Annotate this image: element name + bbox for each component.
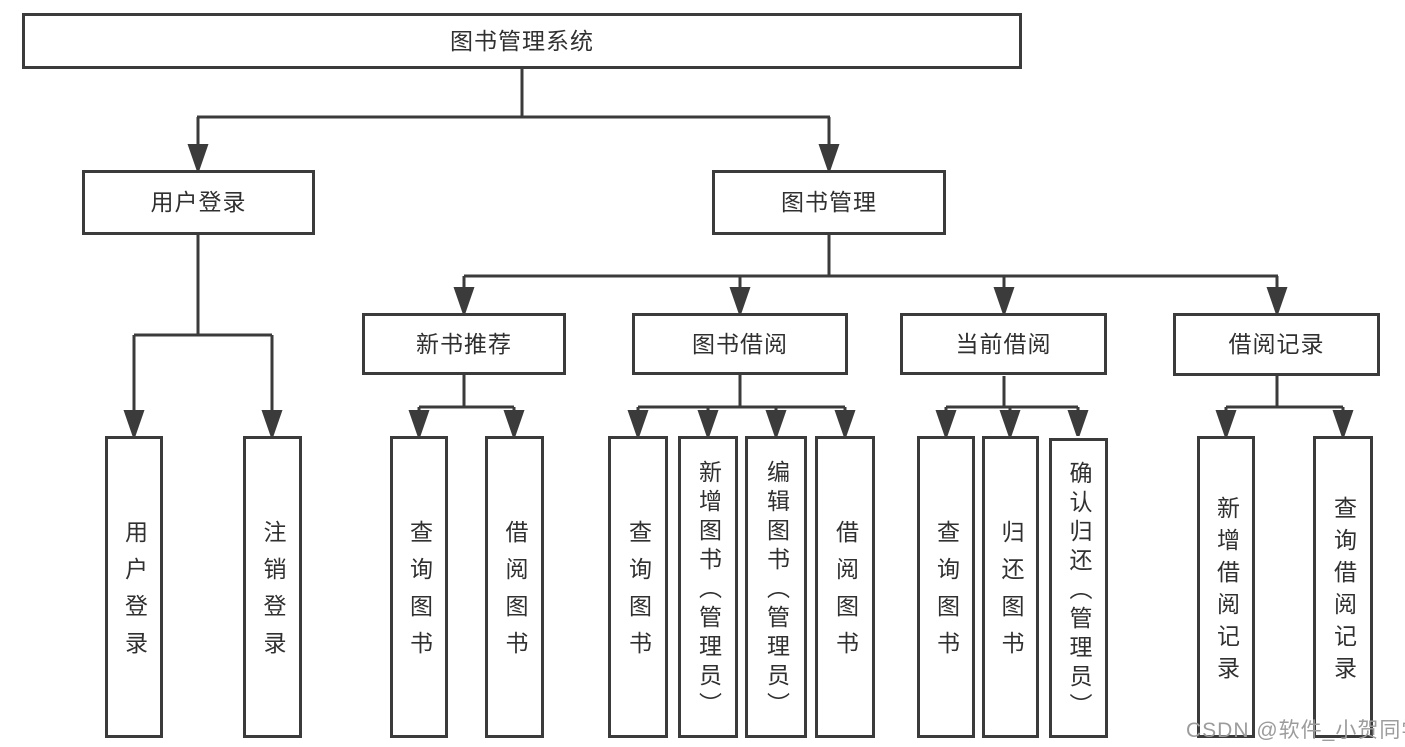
leaf-label: 借阅图书 bbox=[832, 520, 859, 668]
node-library-management-system: 图书管理系统 bbox=[22, 13, 1022, 69]
leaf-query-borrow-record: 查询借阅记录 bbox=[1313, 436, 1373, 738]
node-user-login: 用户登录 bbox=[82, 170, 315, 235]
leaf-return-book: 归还图书 bbox=[982, 436, 1039, 738]
leaf-logout: 注销登录 bbox=[243, 436, 302, 738]
leaf-label: 借阅图书 bbox=[502, 520, 528, 668]
leaf-confirm-return-admin: 确认归还（管理员） bbox=[1049, 438, 1108, 738]
node-label: 借阅记录 bbox=[1228, 331, 1325, 357]
leaf-label: 新增借阅记录 bbox=[1213, 495, 1240, 688]
leaf-label: 新增图书（管理员） bbox=[695, 459, 722, 721]
leaf-add-book-admin: 新增图书（管理员） bbox=[678, 436, 738, 738]
node-book-management: 图书管理 bbox=[712, 170, 946, 235]
node-current-borrow: 当前借阅 bbox=[900, 313, 1107, 375]
leaf-label: 查询图书 bbox=[406, 520, 433, 668]
node-new-book-recommend: 新书推荐 bbox=[362, 313, 566, 375]
node-label: 图书管理 bbox=[781, 189, 877, 215]
leaf-label: 查询借阅记录 bbox=[1330, 495, 1357, 688]
node-label: 新书推荐 bbox=[416, 330, 512, 357]
leaf-borrow-books-borrow: 借阅图书 bbox=[815, 436, 875, 738]
node-label: 图书借阅 bbox=[692, 330, 788, 357]
leaf-label: 查询图书 bbox=[625, 520, 652, 668]
leaf-label: 用户登录 bbox=[121, 520, 148, 668]
csdn-watermark: CSDN @软件_小贺同学 bbox=[1186, 719, 1405, 742]
node-label: 图书管理系统 bbox=[450, 27, 594, 54]
node-borrow-records: 借阅记录 bbox=[1173, 313, 1380, 376]
node-label: 当前借阅 bbox=[955, 330, 1052, 357]
leaf-query-books-current: 查询图书 bbox=[917, 436, 975, 738]
leaf-query-books-recommend: 查询图书 bbox=[390, 436, 448, 738]
leaf-label: 查询图书 bbox=[933, 520, 960, 668]
leaf-user-login: 用户登录 bbox=[105, 436, 163, 738]
leaf-label: 确认归还（管理员） bbox=[1066, 460, 1092, 722]
node-label: 用户登录 bbox=[150, 189, 247, 215]
node-book-borrow: 图书借阅 bbox=[632, 313, 848, 375]
leaf-label: 注销登录 bbox=[260, 520, 286, 668]
leaf-add-borrow-record: 新增借阅记录 bbox=[1197, 436, 1255, 738]
leaf-borrow-books-recommend: 借阅图书 bbox=[485, 436, 544, 738]
leaf-label: 编辑图书（管理员） bbox=[763, 459, 790, 721]
leaf-label: 归还图书 bbox=[998, 520, 1024, 668]
leaf-query-books-borrow: 查询图书 bbox=[608, 436, 668, 738]
leaf-edit-book-admin: 编辑图书（管理员） bbox=[745, 436, 807, 738]
